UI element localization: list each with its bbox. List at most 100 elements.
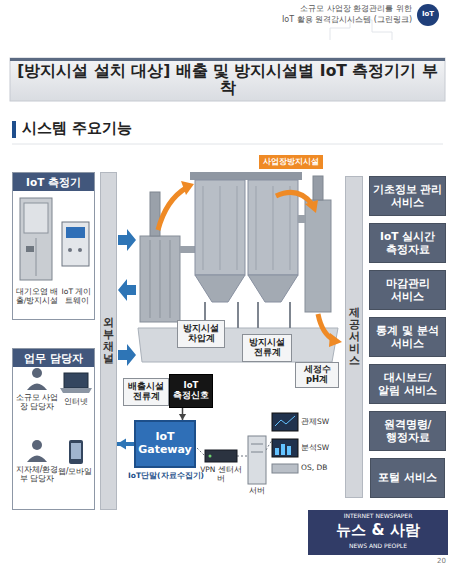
- monitor: [272, 413, 298, 473]
- laptop-icon: [60, 373, 92, 393]
- gateway-box-text: IoT Gateway: [138, 431, 192, 456]
- service-box: 통계 및 분석 서비스: [369, 317, 446, 357]
- monitor: [272, 464, 298, 473]
- flow-arrow: [329, 333, 342, 347]
- server-tower: [251, 452, 263, 453]
- emission-cabinet: [24, 203, 48, 233]
- service-box-text: 대시보드/ 알림 서비스: [372, 371, 443, 397]
- flow-arrow: [158, 181, 342, 347]
- server-caption: 서버: [243, 487, 271, 496]
- vpn-server: [205, 450, 237, 462]
- facility-platform: [138, 328, 338, 362]
- external-arrow: [118, 279, 136, 301]
- logo-text: IoT: [417, 10, 439, 18]
- user-caption: 지자체/환경부 담당자: [14, 465, 60, 483]
- filter-unit: [170, 240, 171, 318]
- sensor-tag-text: 방지시설 전류계: [245, 338, 289, 358]
- filter-unit: [160, 240, 161, 318]
- watermark-text: INTERNET NEWSPAPER: [310, 513, 446, 520]
- baghouse: [289, 302, 291, 328]
- person-icon: [27, 368, 47, 462]
- section-marker: [12, 144, 443, 145]
- emission-cabinet: [20, 198, 52, 280]
- monitor: [275, 416, 295, 426]
- flow-arrow: [158, 188, 186, 230]
- service-box-text: 포털 서비스: [378, 471, 437, 484]
- monitor: [281, 444, 285, 455]
- watermark-text: 뉴스 & 사람: [310, 522, 446, 539]
- external-arrow: [118, 229, 136, 251]
- user-panel: 업무 담당자: [12, 348, 95, 510]
- sensor-tag: 방지시설 차압계: [177, 320, 225, 348]
- monitor: [275, 448, 279, 455]
- server-caption: VPN 센터서버: [199, 466, 243, 483]
- emission-cabinet: [26, 246, 34, 252]
- sensor-tag: 배출시설 전류계: [123, 378, 169, 406]
- phone-icon: [69, 440, 83, 464]
- scrubber-tower: [313, 176, 323, 200]
- sensor-tag-text: 세정수 pH계: [298, 365, 336, 385]
- sensor-tag-text: 방지시설 차압계: [180, 324, 222, 344]
- software-caption: 관제SW: [301, 418, 343, 427]
- service-box: 기초정보 관리 서비스: [369, 176, 446, 216]
- channel-caption: 웹/모바일: [56, 467, 94, 476]
- external-arrow: [118, 344, 136, 366]
- section-marker: [12, 121, 443, 144]
- section-heading: 시스템 주요기능: [22, 120, 242, 137]
- server-tower: [248, 436, 266, 484]
- title-banner: [10, 58, 445, 61]
- gateway-box: IoT Gateway: [134, 420, 196, 468]
- section-marker: [12, 121, 16, 138]
- person-icon: [32, 368, 42, 378]
- baghouse: [190, 172, 302, 180]
- filter-unit: [180, 246, 195, 253]
- channel-caption: 인터넷: [58, 397, 94, 406]
- facility-tag: 사업장방지시설: [259, 155, 323, 170]
- filter-unit: [140, 236, 180, 322]
- baghouse: [203, 186, 204, 270]
- baghouse: [256, 186, 257, 270]
- flow-arrow: [276, 192, 312, 204]
- server-tower: [248, 436, 266, 484]
- gateway-device: [68, 248, 72, 252]
- baghouse: [248, 275, 298, 302]
- header-decoration: [417, 4, 439, 26]
- service-band-text: 제공 서비스: [349, 307, 360, 367]
- service-box-text: 마감관리 서비스: [372, 277, 443, 303]
- user-panel-text: 업무 담당자: [13, 349, 94, 367]
- baghouse: [257, 302, 259, 328]
- channel-band: 외부채널: [100, 172, 117, 510]
- service-box-text: 통계 및 분석 서비스: [372, 324, 443, 350]
- facility-tag-text: 사업장방지시설: [263, 158, 319, 167]
- baghouse: [195, 180, 245, 275]
- flow-arrow: [181, 181, 194, 195]
- baghouse: [237, 186, 238, 270]
- software-caption: 분석SW: [301, 444, 343, 453]
- baghouse: [273, 186, 274, 270]
- baghouse: [195, 275, 245, 302]
- sensor-tag-text: 배출시설 전류계: [126, 382, 166, 402]
- vpn-server: [205, 450, 237, 462]
- title-banner: [10, 58, 445, 101]
- vpn-server: [209, 455, 212, 458]
- service-box-text: 원격명령/ 행정자료: [372, 418, 443, 444]
- service-band: 제공 서비스: [345, 176, 363, 498]
- network-line: [197, 448, 205, 456]
- scrubber-tower: [298, 215, 305, 223]
- signal-box-text: IoT 측정신호: [172, 381, 210, 401]
- monitor: [272, 439, 298, 457]
- channel-band-text: 외부채널: [103, 317, 114, 365]
- device-caption: 대기오염 배출/방지시설: [13, 288, 61, 305]
- external-arrow: [118, 229, 136, 366]
- device-caption: IoT 게이트웨이: [59, 288, 94, 305]
- network-line: [266, 440, 272, 450]
- laptop-icon: [64, 373, 88, 388]
- gateway-device: [66, 227, 85, 238]
- sensor-tag: 방지시설 전류계: [242, 334, 292, 362]
- gateway-device: [78, 248, 82, 252]
- page-number: 20: [418, 557, 446, 565]
- person-icon: [27, 384, 47, 391]
- service-box-text: 기초정보 관리 서비스: [372, 183, 443, 209]
- phone-icon: [71, 443, 81, 459]
